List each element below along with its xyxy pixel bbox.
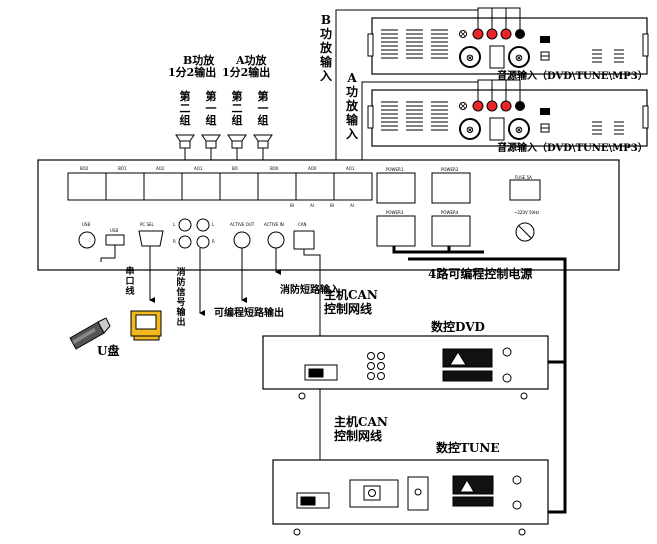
pc-monitor-icon [130, 310, 162, 341]
speakers [175, 134, 273, 162]
host-port-label: USB [110, 228, 119, 233]
host-top-label: AO2 [156, 166, 165, 171]
host-power-label: POWER2 [441, 167, 459, 172]
dvd-label: 数控DVD [431, 320, 485, 334]
speaker-b1 [201, 134, 221, 162]
host-unit [37, 159, 620, 271]
amplifier-top: ⊗ ⊗ [367, 17, 649, 75]
speaker-b2 [175, 134, 195, 162]
group-label-b1: 第一组 [205, 90, 217, 127]
host-top-label: AO1 [194, 166, 203, 171]
tune-unit [272, 459, 549, 536]
b-output-header-2: 1分2输出 [168, 66, 217, 79]
host-top-label: BO0 [270, 166, 279, 171]
host-port-label: USB [82, 222, 91, 227]
host-top-label: BI [330, 203, 334, 208]
host-power-label: POWER4 [441, 210, 459, 215]
host-top-label: AI [310, 203, 314, 208]
group-label-a2: 第二组 [231, 90, 243, 127]
host-top-label: BI [290, 203, 294, 208]
amplifier-wiring [335, 7, 521, 170]
host-top-label: BO1 [118, 166, 127, 171]
serial-cable-label: 串口线 [125, 267, 135, 297]
host-port-label: L [212, 222, 215, 227]
power-supply-line [392, 246, 567, 514]
can-label-1a: 主机CAN [324, 288, 378, 302]
speaker-a2 [227, 134, 247, 162]
host-port-label: ACTIVE OUT [230, 222, 255, 227]
prog-short-out-label: 可编程短路输出 [214, 308, 284, 319]
fire-short-in-label: 消防短路输入 [280, 285, 340, 296]
host-port-label: L [173, 222, 176, 227]
host-fuse-label: FUSE 5A [515, 175, 532, 180]
power-label: 4路可编程控制电源 [428, 267, 533, 281]
can-label-2b: 控制网线 [334, 429, 383, 443]
svg-text:⊗: ⊗ [515, 53, 523, 64]
tune-label: 数控TUNE [436, 441, 500, 455]
host-power-label: POWER3 [386, 210, 404, 215]
amplifier-bottom: ⊗ ⊗ [367, 89, 649, 147]
host-top-label: BO2 [80, 166, 89, 171]
b-amp-input-label: B功放输入 [319, 13, 332, 83]
usb-stick-icon [69, 317, 111, 350]
source-input-label-top: 音源输入（DVD\TUNE\MP3） [497, 71, 648, 82]
svg-text:⊗: ⊗ [515, 125, 523, 136]
host-port-label: R [212, 239, 215, 244]
host-port-label: ACTIVE IN [264, 222, 284, 227]
a-output-header-2: 1分2输出 [222, 66, 271, 79]
group-label-a1: 第一组 [257, 90, 269, 127]
host-top-label: BO [232, 166, 238, 171]
source-input-label-bottom: 音源输入（DVD\TUNE\MP3） [497, 143, 648, 154]
host-mains-label: ~220V 50Hz [514, 210, 540, 215]
host-wiring [100, 245, 321, 490]
svg-text:⊗: ⊗ [466, 53, 474, 64]
fire-signal-out-label: 消防信号输出 [176, 268, 186, 328]
a-amp-input-label: A功放输入 [345, 71, 358, 141]
host-port-label: CAN [298, 222, 307, 227]
can-label-2a: 主机CAN [334, 415, 388, 429]
dvd-unit [262, 335, 549, 400]
group-label-b2: 第二组 [179, 90, 191, 127]
host-port-label: PC SEL [140, 222, 154, 227]
b-output-header-1: B功放 [183, 54, 215, 67]
udisk-label: U盘 [97, 344, 120, 358]
svg-text:⊗: ⊗ [466, 125, 474, 136]
speaker-a1 [253, 134, 273, 162]
host-top-label: AO0 [308, 166, 317, 171]
host-top-label: AI [350, 203, 354, 208]
a-output-header-1: A功放 [236, 54, 267, 67]
host-top-label: AO1 [346, 166, 355, 171]
can-label-1b: 控制网线 [324, 302, 373, 316]
host-port-label: R [173, 239, 176, 244]
host-power-label: POWER1 [386, 167, 404, 172]
